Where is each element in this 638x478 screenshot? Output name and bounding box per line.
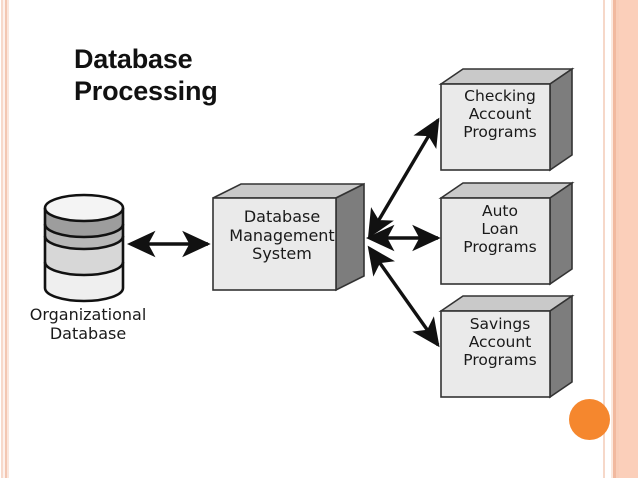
connector-dbms-to-savings (367, 245, 440, 348)
database-management-system-cube (212, 182, 365, 292)
decorative-right-border (594, 0, 638, 478)
auto-loan-programs-cube (438, 181, 575, 286)
checking-account-programs-cube (438, 67, 575, 172)
connector-dbms-to-checking (367, 117, 440, 239)
organizational-database-cylinder (43, 193, 125, 303)
orange-accent-dot (569, 399, 610, 440)
decorative-left-border (0, 0, 11, 478)
savings-account-programs-cube (438, 294, 575, 399)
slide-title: Database Processing (74, 44, 218, 106)
organizational-database-node-label: Organizational Database (29, 305, 147, 344)
